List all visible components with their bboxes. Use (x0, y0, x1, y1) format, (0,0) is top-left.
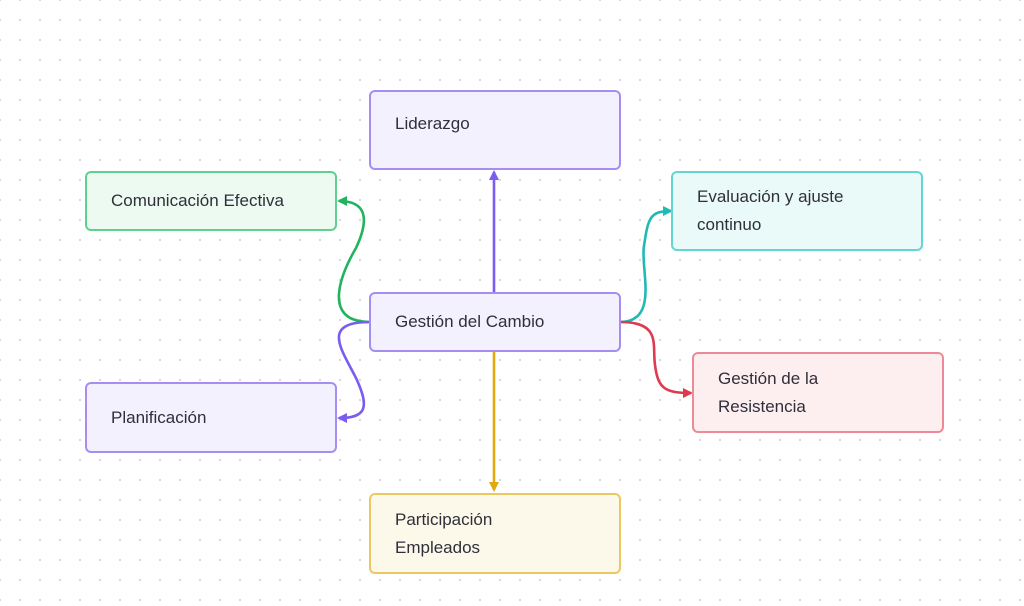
node-label: Gestión de la Resistencia (718, 368, 819, 416)
node-gestion-del-cambio[interactable]: Gestión del Cambio (369, 292, 621, 352)
edge-to-planificacion (337, 320, 371, 423)
edge-to-comunicacion (337, 196, 371, 324)
node-label: Liderazgo (395, 114, 470, 133)
node-label: Participación Empleados (395, 509, 493, 557)
node-label: Gestión del Cambio (395, 312, 545, 331)
node-label: Comunicación Efectiva (111, 191, 284, 210)
node-resistencia[interactable]: Gestión de la Resistencia (692, 352, 944, 433)
node-liderazgo[interactable]: Liderazgo (369, 90, 621, 170)
node-label: Planificación (111, 407, 207, 427)
node-comunicacion-efectiva[interactable]: Comunicación Efectiva (85, 171, 337, 231)
node-planificacion[interactable]: Planificación (85, 382, 337, 453)
node-participacion[interactable]: Participación Empleados (369, 493, 621, 574)
edge-to-evaluacion (619, 206, 673, 324)
node-evaluacion[interactable]: Evaluación y ajuste continuo (671, 171, 923, 251)
node-label: Evaluación y ajuste continuo (697, 187, 844, 234)
edge-to-resistencia (619, 320, 693, 398)
